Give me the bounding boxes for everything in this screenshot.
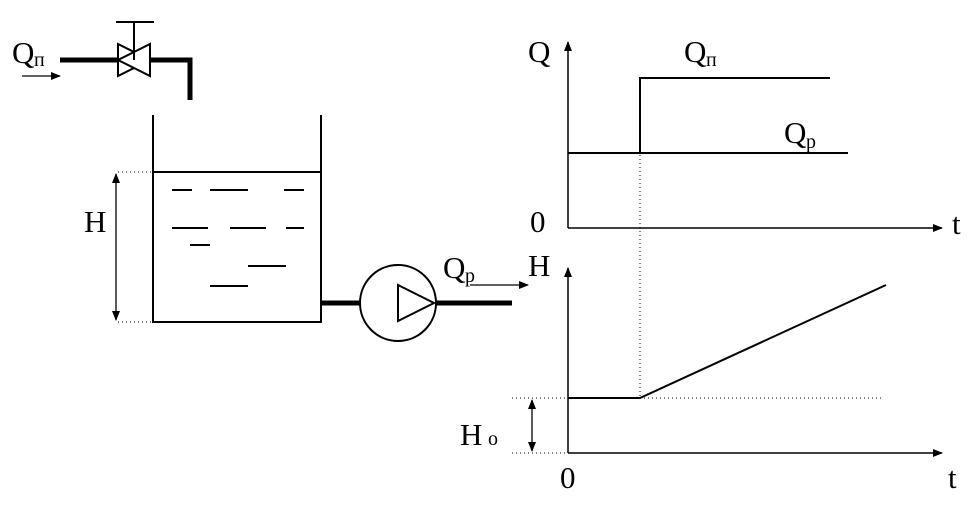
pump-icon[interactable] <box>359 264 437 342</box>
outflow-group: Q р <box>443 250 529 289</box>
outflow-label: Q <box>443 250 465 285</box>
level-x-label: t <box>948 460 957 495</box>
liquid-hatching <box>172 189 304 287</box>
inlet-pipe <box>60 57 193 100</box>
outflow-label-sub: р <box>465 265 475 287</box>
series-outflow-label-sub: р <box>806 131 816 153</box>
series-inflow-line <box>568 77 830 154</box>
flow-y-label: Q <box>528 34 550 69</box>
initial-level-label: H <box>460 417 482 452</box>
level-series-line <box>568 284 887 399</box>
level-origin-label: 0 <box>560 460 576 495</box>
initial-level-label-sub: о <box>488 428 498 450</box>
series-outflow-label: Q <box>784 115 806 150</box>
inflow-label-sub: п <box>34 49 45 71</box>
flow-origin-label: 0 <box>530 204 546 239</box>
level-chart: H t 0 H о <box>460 248 957 495</box>
inflow-group: Q п <box>12 35 61 80</box>
inflow-label: Q <box>12 35 34 70</box>
flow-x-label: t <box>952 206 961 241</box>
series-inflow-label: Q <box>684 34 706 69</box>
flow-chart: Q t 0 Q п Q р <box>528 34 961 241</box>
tank <box>152 115 322 323</box>
level-y-label: H <box>528 248 550 283</box>
level-dimension: H <box>84 171 153 323</box>
level-label: H <box>84 204 106 239</box>
series-inflow-label-sub: п <box>706 49 717 71</box>
valve-icon[interactable] <box>115 21 154 78</box>
